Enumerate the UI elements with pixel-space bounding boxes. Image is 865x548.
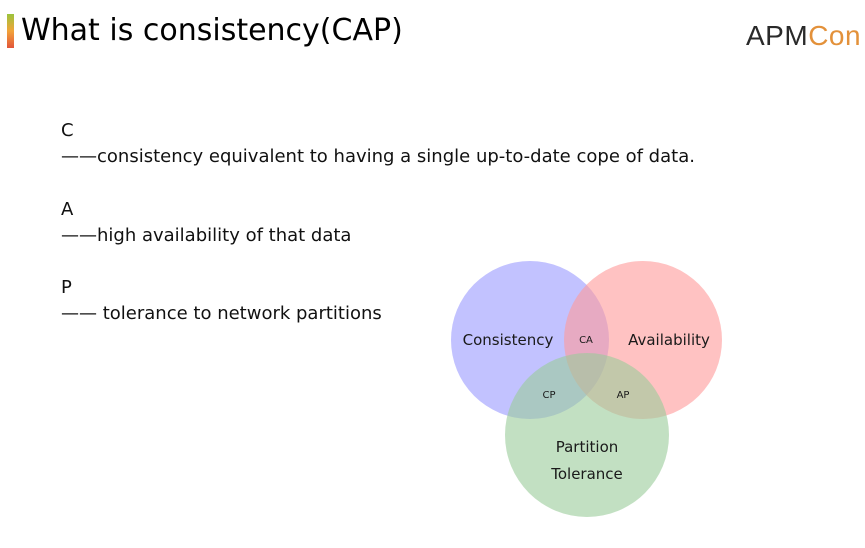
cap-venn-diagram: Consistency Availability Partition Toler… bbox=[451, 261, 722, 517]
ap-intersection-label: AP bbox=[617, 390, 630, 401]
item-p-letter: P bbox=[61, 277, 72, 298]
item-a-description: ——high availability of that data bbox=[61, 225, 352, 246]
availability-label: Availability bbox=[628, 331, 710, 349]
cp-intersection-label: CP bbox=[542, 390, 555, 401]
title-accent-bar bbox=[7, 14, 14, 48]
partition-label-line2: Tolerance bbox=[550, 465, 623, 483]
ca-intersection-label: CA bbox=[579, 335, 593, 346]
apmcon-logo: APMCon bbox=[746, 20, 861, 52]
item-p-description: —— tolerance to network partitions bbox=[61, 303, 382, 324]
logo-con-text: Con bbox=[808, 20, 862, 51]
item-c-letter: C bbox=[61, 120, 74, 141]
slide-title: What is consistency(CAP) bbox=[21, 13, 403, 48]
logo-apm-text: APM bbox=[746, 20, 809, 51]
item-c-description: ——consistency equivalent to having a sin… bbox=[61, 146, 695, 167]
item-a-letter: A bbox=[61, 199, 74, 220]
consistency-label: Consistency bbox=[463, 331, 554, 349]
partition-tolerance-circle bbox=[505, 353, 669, 517]
partition-label-line1: Partition bbox=[556, 438, 619, 456]
